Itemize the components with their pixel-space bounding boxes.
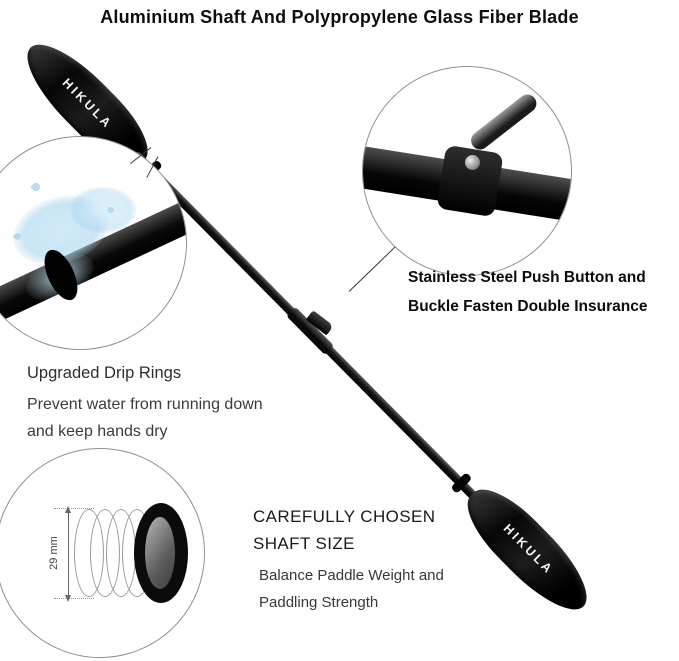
push-button-caption-line2: Buckle Fasten Double Insurance <box>408 298 648 315</box>
water-droplet <box>30 181 42 193</box>
shaft-diameter-label: 29 mm <box>47 536 60 570</box>
drip-rings-caption: Upgraded Drip Rings Prevent water from r… <box>27 360 263 446</box>
buckle-lever <box>467 90 541 154</box>
callout-circle-push-button <box>362 66 572 276</box>
push-button-pin <box>465 155 480 170</box>
leader-line-push-button <box>348 246 396 292</box>
drip-rings-caption-line2: and keep hands dry <box>27 423 168 440</box>
shaft-size-caption-line1: Balance Paddle Weight and <box>259 567 444 584</box>
shaft-size-caption: CAREFULLY CHOSEN SHAFT SIZE Balance Padd… <box>253 503 444 616</box>
shaft-size-caption-line2: Paddling Strength <box>259 594 379 611</box>
dimension-arrow-up <box>65 506 71 513</box>
callout-circle-shaft-size: 29 mm <box>0 448 205 658</box>
shaft-size-heading-line2: SHAFT SIZE <box>253 534 355 553</box>
dimension-guide-bottom <box>54 598 94 599</box>
dimension-guide-top <box>54 508 94 509</box>
callout-circle-drip-ring <box>0 136 187 350</box>
push-button-caption: Stainless Steel Push Button and Buckle F… <box>408 263 647 321</box>
water-splash <box>70 187 136 233</box>
dimension-arrow-down <box>65 595 71 602</box>
brand-logo-bottom: HIKULA <box>500 521 557 578</box>
product-title: Aluminium Shaft And Polypropylene Glass … <box>100 7 579 27</box>
shaft-size-heading-line1: CAREFULLY CHOSEN <box>253 507 436 526</box>
push-button-caption-line1: Stainless Steel Push Button and <box>408 269 646 286</box>
paddle-blade-bottom: HIKULA <box>453 475 602 625</box>
dimension-line <box>68 511 69 597</box>
shaft-tube-bore <box>145 517 175 589</box>
drip-rings-heading: Upgraded Drip Rings <box>27 364 182 382</box>
drip-rings-caption-line1: Prevent water from running down <box>27 395 263 413</box>
